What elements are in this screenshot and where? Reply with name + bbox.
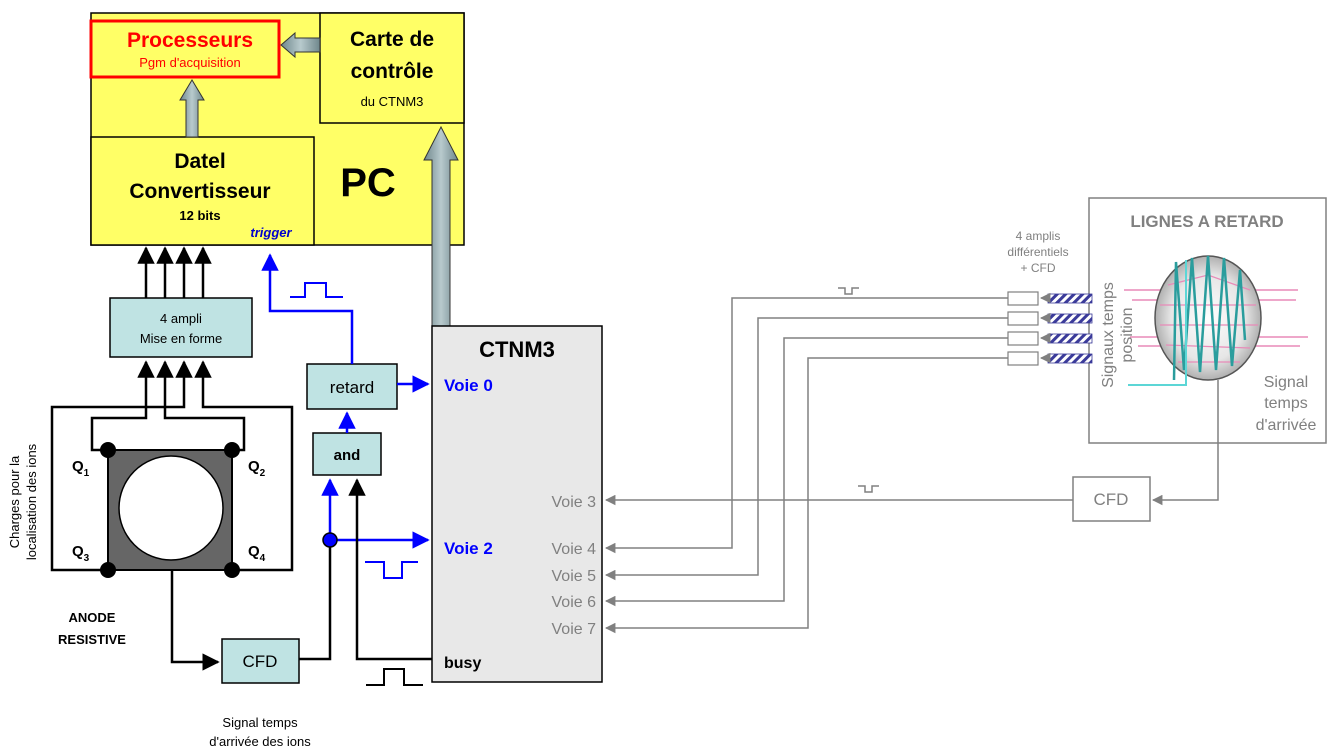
q1-label: Q1 [72, 458, 90, 479]
datel-sub: 12 bits [179, 208, 220, 223]
charges-label-line2: localisation des ions [24, 443, 39, 560]
ampli-arrows-to-datel [137, 246, 212, 298]
processors-box [89, 19, 281, 79]
bus-arrow-datel-to-processors [179, 79, 205, 138]
cfd-right-label: CFD [1094, 490, 1129, 509]
blue-signal-paths [261, 253, 430, 549]
datel-line1: Datel [174, 150, 225, 173]
datel-trigger: trigger [250, 225, 292, 240]
voie3-label: Voie 3 [552, 494, 597, 511]
amplis-line3: + CFD [1020, 261, 1055, 275]
ampli-box [109, 297, 253, 358]
corner-node-q3 [100, 562, 116, 578]
cfd-left-label: CFD [243, 652, 278, 671]
pulse-arrival-icon [858, 485, 879, 493]
voie5-label: Voie 5 [552, 568, 597, 585]
datel-box [90, 136, 315, 246]
q3-label: Q3 [72, 543, 90, 564]
amplis-line1: 4 amplis [1016, 229, 1061, 243]
busy-to-and-wire [348, 478, 432, 661]
ctnm3-title: CTNM3 [479, 337, 555, 362]
voie7-label: Voie 7 [552, 621, 597, 638]
corner-node-q4 [224, 562, 240, 578]
pulse-voie2-icon [365, 561, 418, 579]
delay-line-detector [1124, 255, 1308, 386]
cfd-to-node-wire [299, 540, 332, 661]
pulse-position-icon [838, 287, 859, 295]
cfd-right-box [1072, 476, 1151, 522]
voie4-label: Voie 4 [552, 541, 597, 558]
processors-title: Processeurs [127, 29, 253, 52]
anode-label-line2: RESISTIVE [58, 632, 126, 647]
retard-box [306, 363, 398, 410]
q4-label: Q4 [248, 543, 266, 564]
control-card-sub: du CTNM3 [361, 94, 424, 109]
q2-label: Q2 [248, 458, 266, 479]
split-node [322, 532, 338, 548]
charges-label-line1: Charges pour la [7, 455, 22, 548]
pc-block [89, 12, 465, 246]
ctnm3-box [431, 325, 603, 683]
bus-arrow-ctnm3-to-card [423, 125, 459, 327]
arrival-line1: Signal [1264, 374, 1308, 391]
signal-caption-line2: d'arrivée des ions [209, 734, 311, 749]
and-box [312, 432, 382, 476]
processors-subtitle: Pgm d'acquisition [139, 55, 240, 70]
signals-label-line2: position [1119, 307, 1136, 362]
ampli-line2: Mise en forme [140, 331, 222, 346]
control-card-box [319, 12, 465, 124]
anode-hole [118, 455, 224, 561]
retard-label: retard [330, 378, 374, 397]
differential-amplis [1007, 291, 1093, 366]
anode-label-line1: ANODE [69, 610, 116, 625]
arrival-line2: temps [1264, 395, 1308, 412]
pulse-trigger-icon [290, 282, 343, 298]
ampli-line1: 4 ampli [160, 311, 202, 326]
control-card-line1: Carte de [350, 28, 434, 51]
datel-line2: Convertisseur [129, 180, 270, 203]
corner-node-q2 [224, 442, 240, 458]
bus-arrow-card-to-processors [280, 31, 321, 59]
and-label: and [334, 447, 361, 464]
voie6-label: Voie 6 [552, 594, 597, 611]
pc-label: PC [340, 161, 396, 205]
control-card-line2: contrôle [351, 60, 434, 83]
cfd-left-box [221, 638, 300, 684]
gray-signal-paths [604, 297, 1219, 634]
corner-node-q1 [100, 442, 116, 458]
amplis-line2: différentiels [1007, 245, 1068, 259]
busy-label: busy [444, 655, 481, 672]
signal-caption-line1: Signal temps [222, 715, 298, 730]
voie0-label: Voie 0 [444, 376, 493, 395]
pulse-busy-icon [366, 668, 423, 686]
arrival-line3: d'arrivée [1256, 417, 1317, 434]
signals-label-line1: Signaux temps [1100, 282, 1117, 388]
voie2-label: Voie 2 [444, 539, 493, 558]
delay-lines-title: LIGNES A RETARD [1130, 212, 1283, 231]
